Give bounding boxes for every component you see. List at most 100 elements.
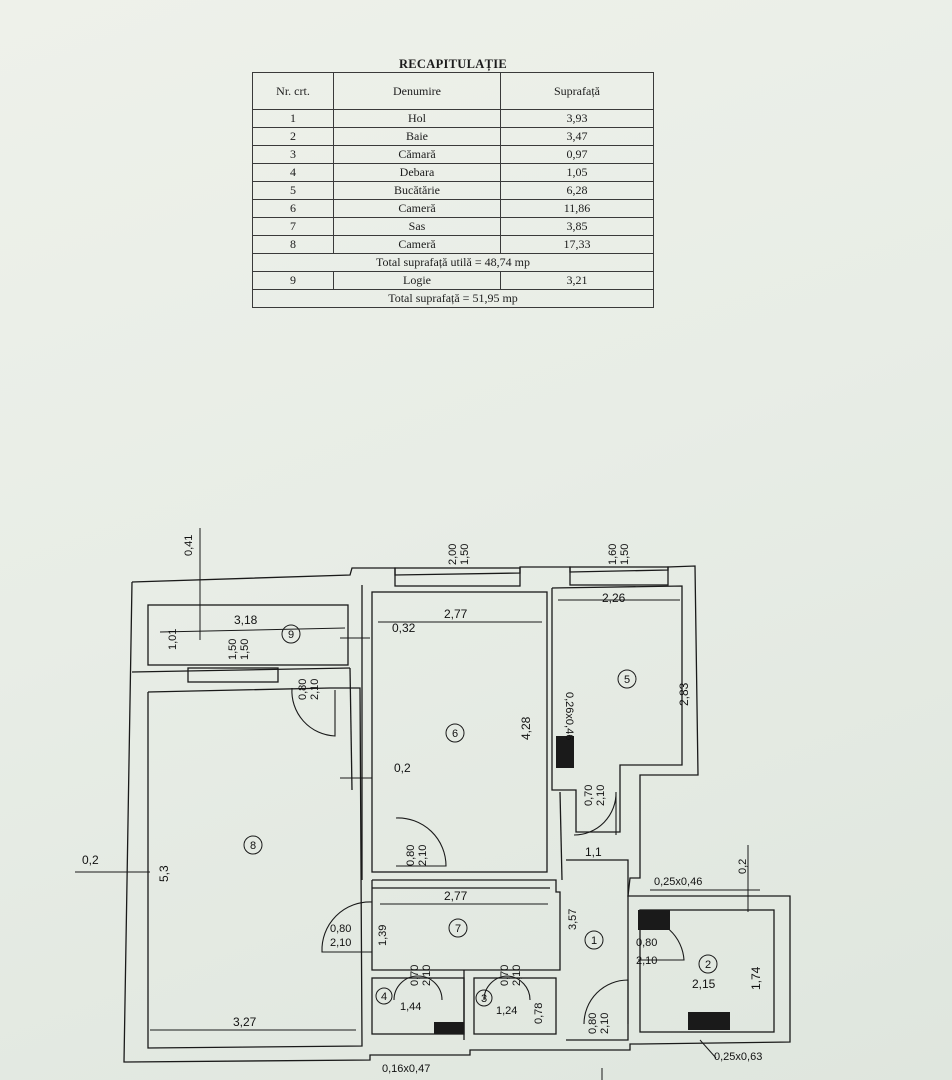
room-8-outline bbox=[147, 687, 363, 1049]
header-nr: Nr. crt. bbox=[252, 72, 334, 110]
duct bbox=[688, 1012, 730, 1030]
dim-label: 2,10 bbox=[599, 1013, 611, 1034]
room-7-marker bbox=[448, 918, 468, 938]
walls bbox=[123, 565, 791, 1063]
dim-label: 1,24 bbox=[496, 1005, 517, 1017]
dim-label: 2,10 bbox=[636, 955, 657, 967]
dim-label: 4,28 bbox=[519, 716, 533, 740]
room-2-outline bbox=[639, 909, 775, 1033]
dim-label: 2,10 bbox=[421, 965, 433, 986]
dim-label: 2,10 bbox=[330, 937, 351, 949]
dim-label: 1,39 bbox=[377, 925, 389, 946]
room-number: 2 bbox=[705, 959, 711, 971]
dim-label: 2,10 bbox=[595, 785, 607, 806]
room-number: 8 bbox=[250, 840, 256, 852]
header-area: Suprafață bbox=[500, 72, 654, 110]
duct bbox=[638, 910, 670, 930]
window-5 bbox=[569, 566, 669, 586]
dim-label: 0,41 bbox=[183, 535, 195, 556]
dim-label: 0,80 bbox=[405, 845, 417, 866]
dim-label: 2,10 bbox=[309, 679, 321, 700]
dim-label: 0,80 bbox=[330, 923, 351, 935]
dim-labels-vertical: 0,41 2,00 1,50 1,60 1,50 1,01 1,50 1,50 … bbox=[157, 535, 763, 1034]
total-util-row: Total suprafață utilă = 48,74 mp bbox=[252, 253, 654, 272]
room-6-marker bbox=[445, 723, 465, 743]
room-markers bbox=[243, 624, 718, 1007]
room-8-marker bbox=[243, 835, 263, 855]
cell-name: Sas bbox=[333, 217, 501, 236]
door-swing bbox=[393, 975, 443, 1001]
dim-label: 0,25x0,46 bbox=[654, 876, 702, 888]
room-9-outline bbox=[147, 604, 349, 666]
dim-label: 0,80 bbox=[636, 937, 657, 949]
header-name: Denumire bbox=[333, 72, 501, 110]
dim-label: 2,77 bbox=[444, 607, 468, 621]
dim-label: 1,50 bbox=[459, 544, 471, 565]
dim-label: 2,10 bbox=[511, 965, 523, 986]
door-swing bbox=[583, 979, 629, 1025]
dim-label: 2,10 bbox=[417, 845, 429, 866]
cell-name: Cameră bbox=[333, 199, 501, 218]
dim-label: 0,2 bbox=[82, 853, 99, 867]
room-3-marker bbox=[475, 989, 493, 1007]
dim-label: 0,70 bbox=[583, 785, 595, 806]
dim-label: 1,50 bbox=[227, 639, 239, 660]
wall bbox=[131, 667, 351, 673]
room-7-outline bbox=[371, 879, 561, 971]
room-5-marker bbox=[617, 669, 637, 689]
outer-wall bbox=[123, 565, 791, 1063]
total-cell: Total suprafață = 51,95 mp bbox=[252, 289, 654, 308]
doors bbox=[291, 687, 685, 1025]
room-5-outline bbox=[551, 585, 683, 833]
wall bbox=[559, 791, 563, 881]
ducts bbox=[434, 736, 730, 1034]
dimension-lines bbox=[75, 528, 760, 1080]
dim-label: 0,32 bbox=[392, 621, 416, 635]
dim-label: 0,80 bbox=[587, 1013, 599, 1034]
dim-label: 1,60 bbox=[607, 544, 619, 565]
door-swing bbox=[573, 791, 617, 836]
table-header-row: Nr. crt. Denumire Suprafață bbox=[252, 72, 654, 110]
room-number: 5 bbox=[624, 674, 630, 686]
duct bbox=[556, 736, 574, 768]
dim-label: 0,16x0,47 bbox=[382, 1063, 430, 1075]
dim-label: 3,57 bbox=[567, 909, 579, 930]
dim-label: 1,50 bbox=[619, 544, 631, 565]
dim-label: 2,15 bbox=[692, 977, 716, 991]
dim-label: 1,1 bbox=[585, 845, 602, 859]
room-numbers: 1 2 3 4 5 6 7 8 9 bbox=[250, 629, 711, 1005]
dim-label: 2,77 bbox=[444, 889, 468, 903]
dim-label: 0,2 bbox=[737, 859, 749, 874]
room-6-outline bbox=[371, 591, 548, 873]
dim-label: 5,3 bbox=[157, 865, 171, 882]
room-number: 1 bbox=[591, 935, 597, 947]
total-util-cell: Total suprafață utilă = 48,74 mp bbox=[252, 253, 654, 272]
dim-label: 3,27 bbox=[233, 1015, 257, 1029]
dim-label: 0,80 bbox=[297, 679, 309, 700]
room-9-marker bbox=[281, 624, 301, 644]
window-6 bbox=[394, 567, 521, 587]
dim-label: 0,26x0,46 bbox=[563, 692, 575, 740]
dim-label: 2,00 bbox=[447, 544, 459, 565]
wall bbox=[349, 667, 353, 791]
dim-label: 1,01 bbox=[167, 629, 179, 650]
dim-label: 3,18 bbox=[234, 613, 258, 627]
duct bbox=[434, 1022, 464, 1034]
dim-label: 2,83 bbox=[677, 682, 691, 706]
dim-label: 0,2 bbox=[394, 761, 411, 775]
room-number: 9 bbox=[288, 629, 294, 641]
room-number: 4 bbox=[381, 991, 387, 1003]
dim-label: 1,44 bbox=[400, 1001, 421, 1013]
dim-label: 1,74 bbox=[749, 966, 763, 990]
dim-label: 0,70 bbox=[499, 965, 511, 986]
dim-label: 2,26 bbox=[602, 591, 626, 605]
door-swing bbox=[395, 817, 447, 867]
room-number: 7 bbox=[455, 923, 461, 935]
